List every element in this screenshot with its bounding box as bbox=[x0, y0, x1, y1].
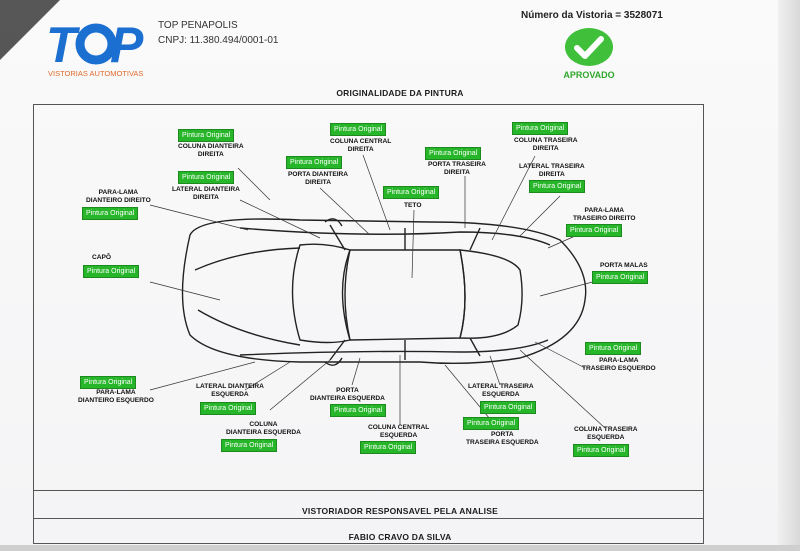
part-label: COLUNA CENTRAL ESQUERDA bbox=[368, 424, 430, 439]
page-edge bbox=[778, 0, 800, 551]
part-label: PARA-LAMA TRASEIRO DIREITO bbox=[573, 207, 636, 222]
paint-badge: Pintura Original bbox=[425, 147, 482, 160]
part-label: LATERAL DIANTEIRA DIREITA bbox=[172, 186, 240, 201]
part-label: LATERAL DIANTEIRA ESQUERDA bbox=[196, 383, 264, 398]
part-label: PARA-LAMA DIANTEIRO DIREITO bbox=[86, 189, 151, 204]
paint-badge: Pintura Original bbox=[566, 224, 623, 237]
vistoria-number: Número da Vistoria = 3528071 bbox=[521, 10, 663, 21]
section-title: ORIGINALIDADE DA PINTURA bbox=[336, 88, 464, 98]
part-label: PARA-LAMA DIANTEIRO ESQUERDO bbox=[78, 389, 154, 404]
paint-badge: Pintura Original bbox=[585, 342, 642, 355]
part-label: PORTA DIANTEIRA ESQUERDA bbox=[310, 387, 385, 402]
divider bbox=[33, 518, 704, 519]
logo-subtitle: VISTORIAS AUTOMOTIVAS bbox=[48, 69, 143, 78]
paint-badge: Pintura Original bbox=[178, 129, 235, 142]
paint-badge: Pintura Original bbox=[330, 404, 387, 417]
approved-check-icon bbox=[565, 28, 613, 66]
page-edge-bottom bbox=[0, 545, 800, 551]
part-label: COLUNA TRASEIRA DIREITA bbox=[514, 137, 578, 152]
part-label: PORTA TRASEIRA ESQUERDA bbox=[466, 431, 539, 446]
paint-badge: Pintura Original bbox=[463, 417, 520, 430]
paint-badge: Pintura Original bbox=[221, 439, 278, 452]
part-label: COLUNA DIANTEIRA ESQUERDA bbox=[226, 421, 301, 436]
status-badge: APROVADO bbox=[563, 70, 615, 80]
company-cnpj: CNPJ: 11.380.494/0001-01 bbox=[158, 35, 279, 46]
paint-badge: Pintura Original bbox=[80, 376, 137, 389]
paint-badge: Pintura Original bbox=[286, 156, 343, 169]
company-name: TOP PENAPOLIS bbox=[158, 20, 238, 31]
paint-badge: Pintura Original bbox=[330, 123, 387, 136]
page-corner-fold bbox=[0, 0, 60, 60]
part-label: LATERAL TRASEIRA DIREITA bbox=[519, 163, 585, 178]
part-label: LATERAL TRASEIRA ESQUERDA bbox=[468, 383, 534, 398]
responsible-name: FABIO CRAVO DA SILVA bbox=[348, 532, 452, 542]
paint-badge: Pintura Original bbox=[480, 401, 537, 414]
paint-badge: Pintura Original bbox=[178, 171, 235, 184]
part-label: PARA-LAMA TRASEIRO ESQUERDO bbox=[582, 357, 656, 372]
part-label: TETO bbox=[404, 202, 422, 209]
part-label: CAPÔ bbox=[92, 254, 112, 261]
divider bbox=[33, 490, 704, 491]
diagram-frame bbox=[33, 104, 704, 544]
part-label: COLUNA TRASEIRA ESQUERDA bbox=[574, 426, 638, 441]
part-label: COLUNA CENTRAL DIREITA bbox=[330, 138, 392, 153]
paint-badge: Pintura Original bbox=[360, 441, 417, 454]
paint-badge: Pintura Original bbox=[83, 265, 140, 278]
part-label: PORTA TRASEIRA DIREITA bbox=[428, 161, 486, 176]
part-label: COLUNA DIANTEIRA DIREITA bbox=[178, 143, 244, 158]
responsible-title: VISTORIADOR RESPONSAVEL PELA ANALISE bbox=[302, 506, 498, 516]
paint-badge: Pintura Original bbox=[82, 207, 139, 220]
svg-text:P: P bbox=[110, 17, 144, 73]
part-label: PORTA MALAS bbox=[600, 262, 648, 269]
paint-badge: Pintura Original bbox=[383, 186, 440, 199]
top-logo: T P VISTORIAS AUTOMOTIVAS bbox=[46, 17, 144, 78]
paint-badge: Pintura Original bbox=[573, 444, 630, 457]
part-label: PORTA DIANTEIRA DIREITA bbox=[288, 171, 349, 186]
paint-badge: Pintura Original bbox=[512, 122, 569, 135]
svg-text:T: T bbox=[46, 17, 81, 73]
paint-badge: Pintura Original bbox=[529, 180, 586, 193]
paint-badge: Pintura Original bbox=[592, 271, 649, 284]
paint-badge: Pintura Original bbox=[200, 402, 257, 415]
